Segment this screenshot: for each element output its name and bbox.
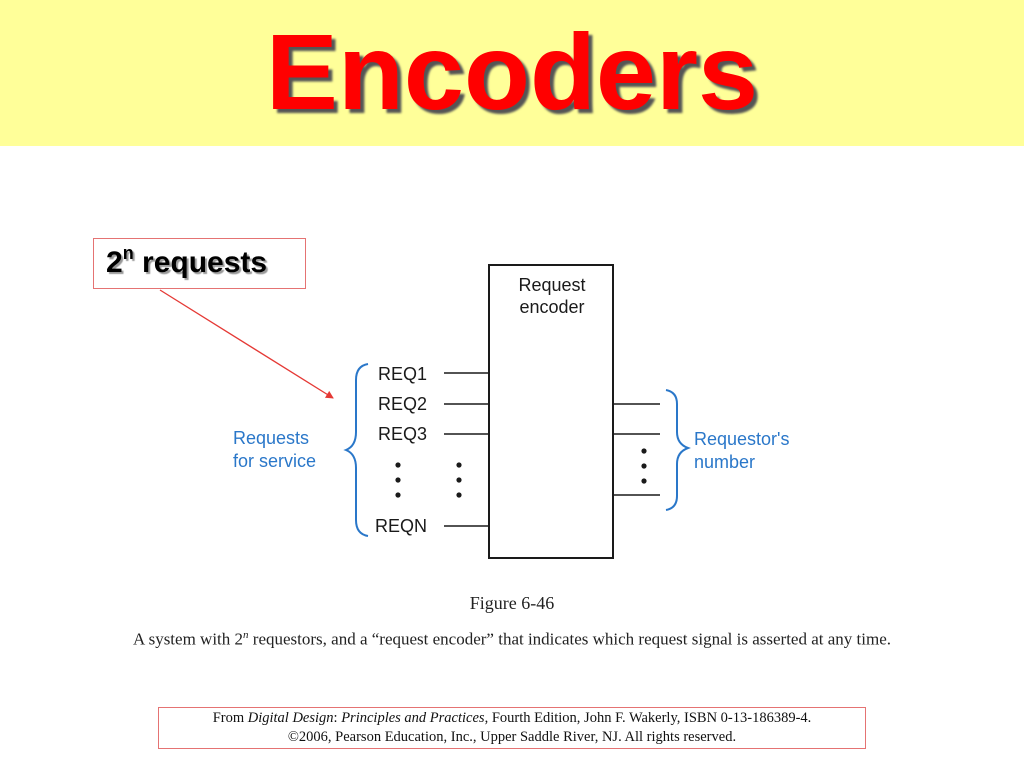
left-brace [343, 363, 369, 537]
credit-subtitle: Principles and Practices [341, 710, 485, 726]
input-label-reqn: REQN [375, 516, 427, 536]
encoder-box [488, 264, 614, 559]
input-ellipsis-left [395, 462, 401, 498]
right-label-line2: number [694, 452, 755, 472]
credit-colon: : [333, 710, 342, 726]
figure-desc-end: requestors, and a “request encoder” that… [248, 629, 891, 649]
box-label-line2: encoder [519, 297, 584, 317]
right-label-line1: Requestor's [694, 429, 789, 449]
left-label-line2: for service [233, 451, 316, 471]
callout-arrow [159, 289, 334, 399]
credit-line2: ©2006, Pearson Education, Inc., Upper Sa… [287, 729, 737, 745]
callout-label: requests [133, 246, 268, 279]
credit-line1: From Digital Design: Principles and Prac… [159, 709, 865, 728]
box-label-line1: Request [518, 275, 585, 295]
input-label-req1: REQ1 [378, 364, 427, 384]
credit-from: From [212, 710, 248, 726]
slide-title: Encoders [265, 11, 759, 132]
credit-rest: , Fourth Edition, John F. Wakerly, ISBN … [484, 710, 812, 726]
left-label-line1: Requests [233, 428, 309, 448]
input-label-req2: REQ2 [378, 394, 427, 414]
figure-description: A system with 2n requestors, and a “requ… [0, 624, 1024, 651]
right-brace [665, 389, 691, 511]
figure-desc-exponent: n [243, 629, 249, 641]
input-ellipsis-right [456, 462, 462, 498]
callout-text: 2n requests [106, 243, 268, 281]
input-label-req3: REQ3 [378, 424, 427, 444]
figure-number: Figure 6-46 [469, 593, 555, 613]
callout-base: 2 [106, 246, 123, 279]
callout-exponent: n [122, 243, 134, 263]
figure-desc-start: A system with 2 [132, 629, 244, 649]
title-bar: Encoders [0, 0, 1024, 146]
credit-box: From Digital Design: Principles and Prac… [158, 707, 866, 749]
credit-book: Digital Design [247, 710, 334, 726]
callout-box: 2n requests [93, 238, 306, 289]
output-ellipsis [641, 448, 647, 484]
